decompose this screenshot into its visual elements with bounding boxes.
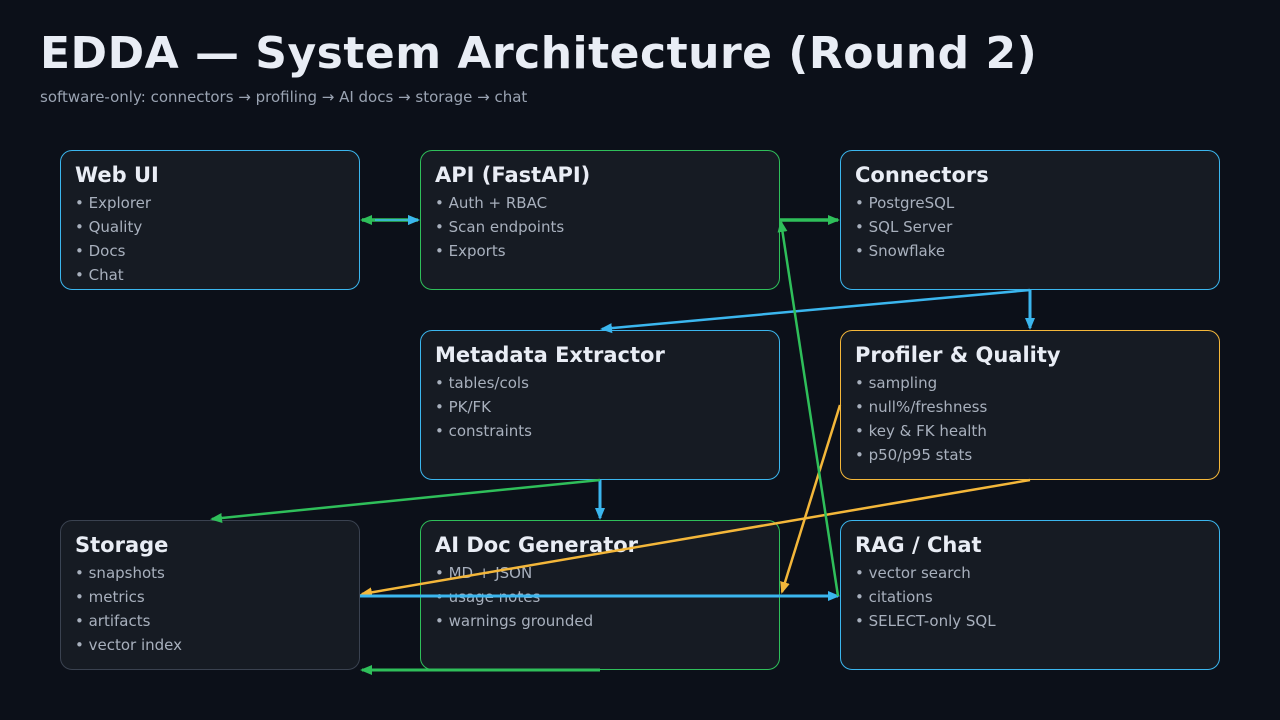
node-item: • warnings grounded (435, 612, 594, 630)
node-item: • p50/p95 stats (855, 446, 973, 464)
node-api: API (FastAPI) • Auth + RBAC • Scan endpo… (420, 150, 780, 290)
page-title: EDDA — System Architecture (Round 2) (40, 28, 1038, 79)
edge-metadata-storage (210, 478, 601, 523)
node-rag-chat: RAG / Chat • vector search • citations •… (840, 520, 1220, 670)
node-title: Connectors (855, 163, 989, 187)
page-subtitle: software-only: connectors → profiling → … (40, 88, 528, 106)
node-item: • Docs (75, 242, 126, 260)
node-item: • Exports (435, 242, 506, 260)
node-item: • constraints (435, 422, 532, 440)
node-item: • tables/cols (435, 374, 529, 392)
node-connectors: Connectors • PostgreSQL • SQL Server • S… (840, 150, 1220, 290)
node-item: • Auth + RBAC (435, 194, 548, 212)
node-title: Profiler & Quality (855, 343, 1061, 367)
node-item: • null%/freshness (855, 398, 988, 416)
node-item: • snapshots (75, 564, 165, 582)
node-item: • vector search (855, 564, 971, 582)
node-title: Web UI (75, 163, 159, 187)
node-title: Metadata Extractor (435, 343, 665, 367)
node-item: • SQL Server (855, 218, 953, 236)
node-metadata-extractor: Metadata Extractor • tables/cols • PK/FK… (420, 330, 780, 480)
node-item: • metrics (75, 588, 145, 606)
node-ai-doc-generator: AI Doc Generator • MD + JSON • usage not… (420, 520, 780, 670)
node-item: • artifacts (75, 612, 151, 630)
node-item: • vector index (75, 636, 182, 654)
node-title: API (FastAPI) (435, 163, 591, 187)
node-web-ui: Web UI • Explorer • Quality • Docs • Cha… (60, 150, 360, 290)
node-item: • citations (855, 588, 933, 606)
edge-profiler-aidoc (780, 404, 842, 594)
edge-rag-api (777, 220, 840, 597)
edge-connectors-metadata (600, 288, 1031, 334)
node-item: • Snowflake (855, 242, 946, 260)
node-title: RAG / Chat (855, 533, 982, 557)
node-item: • Explorer (75, 194, 152, 212)
node-profiler-quality: Profiler & Quality • sampling • null%/fr… (840, 330, 1220, 480)
node-item: • Quality (75, 218, 143, 236)
node-title: AI Doc Generator (435, 533, 639, 557)
node-item: • usage notes (435, 588, 541, 606)
node-item: • key & FK health (855, 422, 987, 440)
node-item: • MD + JSON (435, 564, 533, 582)
node-item: • Chat (75, 266, 124, 284)
node-item: • sampling (855, 374, 938, 392)
node-item: • SELECT-only SQL (855, 612, 996, 630)
node-title: Storage (75, 533, 169, 557)
node-item: • PostgreSQL (855, 194, 955, 212)
node-item: • Scan endpoints (435, 218, 565, 236)
node-storage: Storage • snapshots • metrics • artifact… (60, 520, 360, 670)
node-item: • PK/FK (435, 398, 492, 416)
